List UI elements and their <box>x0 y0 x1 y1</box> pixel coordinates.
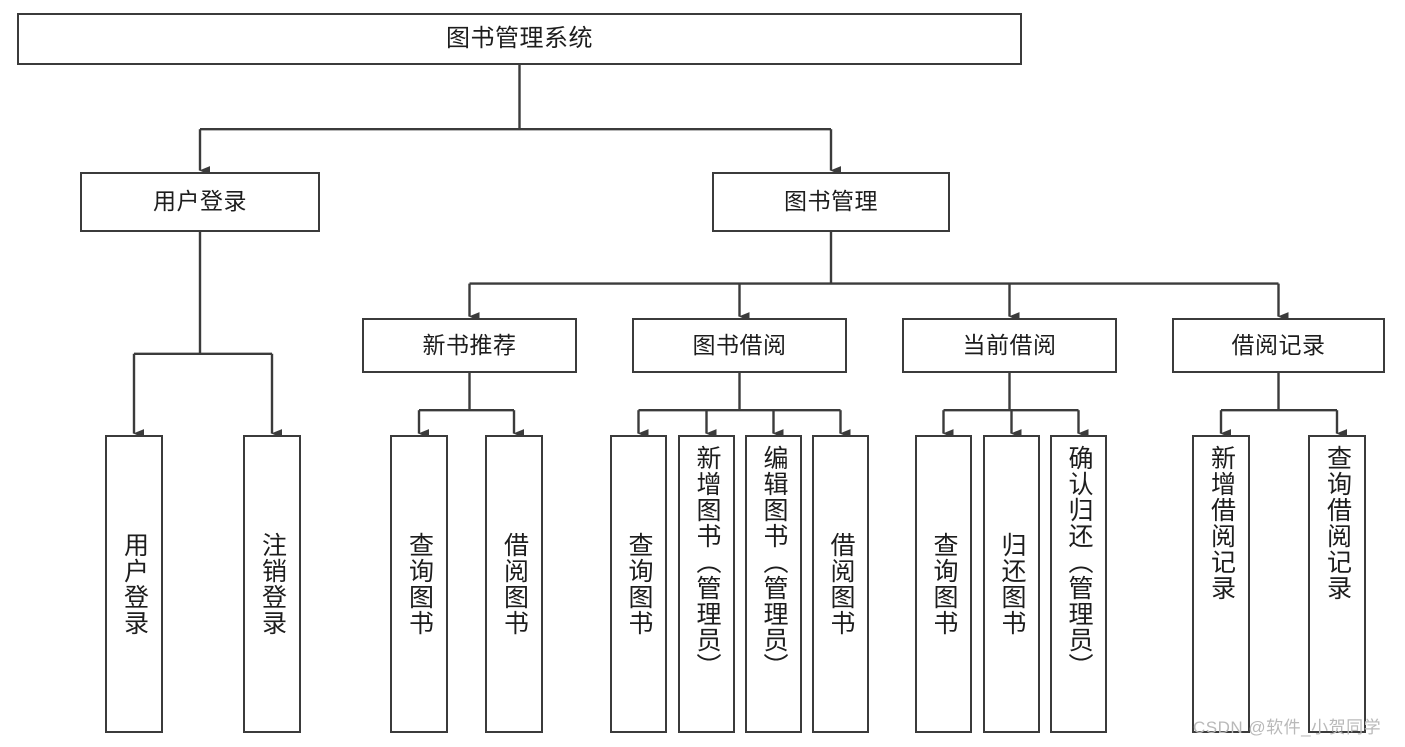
node-cu_confirm[interactable]: 确认归还（管理员） <box>1050 435 1107 733</box>
node-rc_add[interactable]: 新增借阅记录 <box>1192 435 1250 733</box>
node-current[interactable]: 当前借阅 <box>902 318 1117 373</box>
node-label: 查询借阅记录 <box>1323 445 1352 601</box>
node-root[interactable]: 图书管理系统 <box>17 13 1022 65</box>
node-bw_add[interactable]: 新增图书（管理员） <box>678 435 735 733</box>
node-label: 图书借阅 <box>692 331 787 358</box>
node-label: 图书管理系统 <box>446 24 593 52</box>
node-login[interactable]: 用户登录 <box>80 172 320 232</box>
node-nb_query[interactable]: 查询图书 <box>390 435 448 733</box>
node-label: 归还图书 <box>998 532 1026 636</box>
node-label: 新增图书（管理员） <box>693 445 721 679</box>
node-records[interactable]: 借阅记录 <box>1172 318 1385 373</box>
node-label: 查询图书 <box>625 532 653 636</box>
node-label: 借阅图书 <box>827 532 855 636</box>
node-bw_edit[interactable]: 编辑图书（管理员） <box>745 435 802 733</box>
connector-lines <box>132 65 1348 438</box>
node-bw_query[interactable]: 查询图书 <box>610 435 667 733</box>
node-label: 新书推荐 <box>422 331 517 358</box>
node-cu_return[interactable]: 归还图书 <box>983 435 1040 733</box>
node-label: 借阅图书 <box>500 532 529 636</box>
node-label: 查询图书 <box>405 532 434 636</box>
node-l_logout[interactable]: 注销登录 <box>243 435 301 733</box>
node-label: 用户登录 <box>120 532 149 636</box>
node-label: 当前借阅 <box>962 331 1057 358</box>
node-label: 确认归还（管理员） <box>1065 445 1093 679</box>
node-rc_query[interactable]: 查询借阅记录 <box>1308 435 1366 733</box>
node-newbook[interactable]: 新书推荐 <box>362 318 577 373</box>
node-label: 图书管理 <box>784 188 878 215</box>
node-label: 注销登录 <box>258 532 287 636</box>
node-label: 借阅记录 <box>1231 331 1326 358</box>
node-label: 用户登录 <box>153 188 247 215</box>
node-label: 编辑图书（管理员） <box>760 445 788 679</box>
node-borrow[interactable]: 图书借阅 <box>632 318 847 373</box>
node-bookmgmt[interactable]: 图书管理 <box>712 172 950 232</box>
node-label: 查询图书 <box>930 532 958 636</box>
node-nb_borrow[interactable]: 借阅图书 <box>485 435 543 733</box>
node-l_login[interactable]: 用户登录 <box>105 435 163 733</box>
node-bw_borrow[interactable]: 借阅图书 <box>812 435 869 733</box>
node-cu_query[interactable]: 查询图书 <box>915 435 972 733</box>
node-label: 新增借阅记录 <box>1207 445 1236 601</box>
